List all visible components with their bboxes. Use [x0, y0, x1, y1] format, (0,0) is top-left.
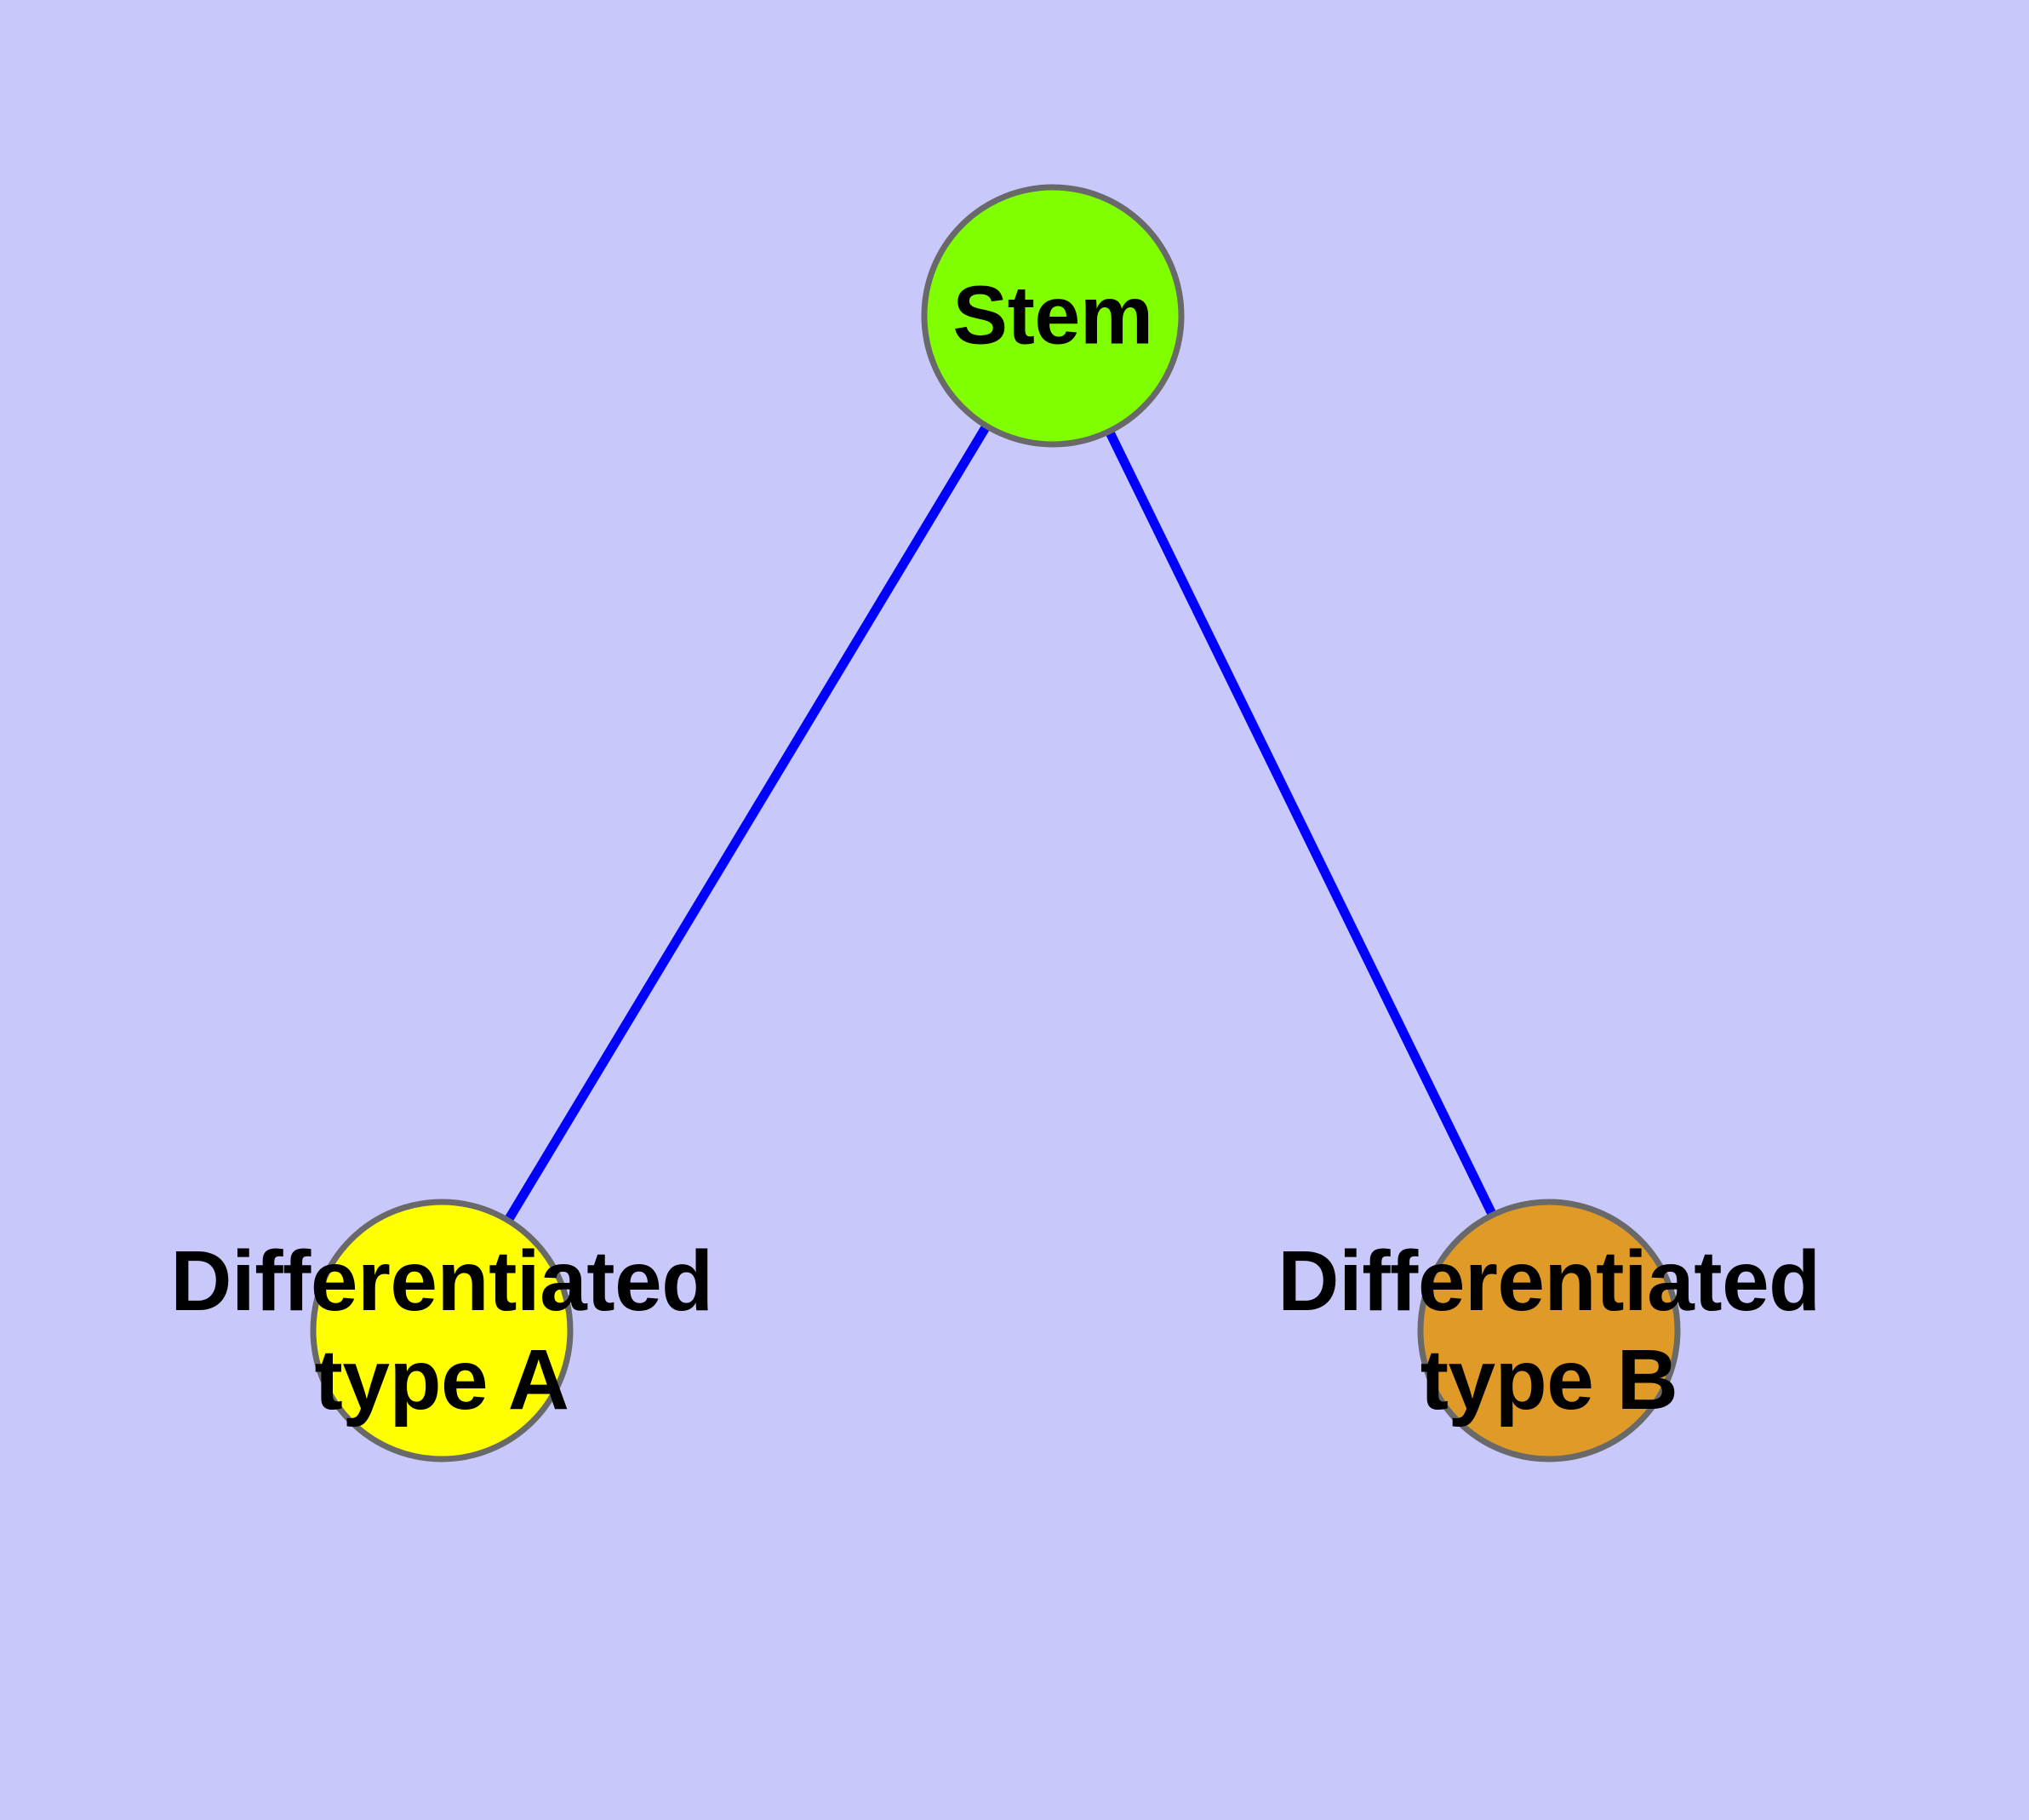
edge-layer — [437, 313, 1553, 1333]
graph-edge[interactable] — [1049, 313, 1553, 1333]
node-layer — [310, 184, 1681, 1462]
graph-edge[interactable] — [437, 313, 1057, 1333]
graph-node-diff_b[interactable] — [1417, 1199, 1681, 1462]
graph-node-diff_a[interactable] — [310, 1199, 574, 1462]
graph-node-stem[interactable] — [921, 184, 1185, 448]
